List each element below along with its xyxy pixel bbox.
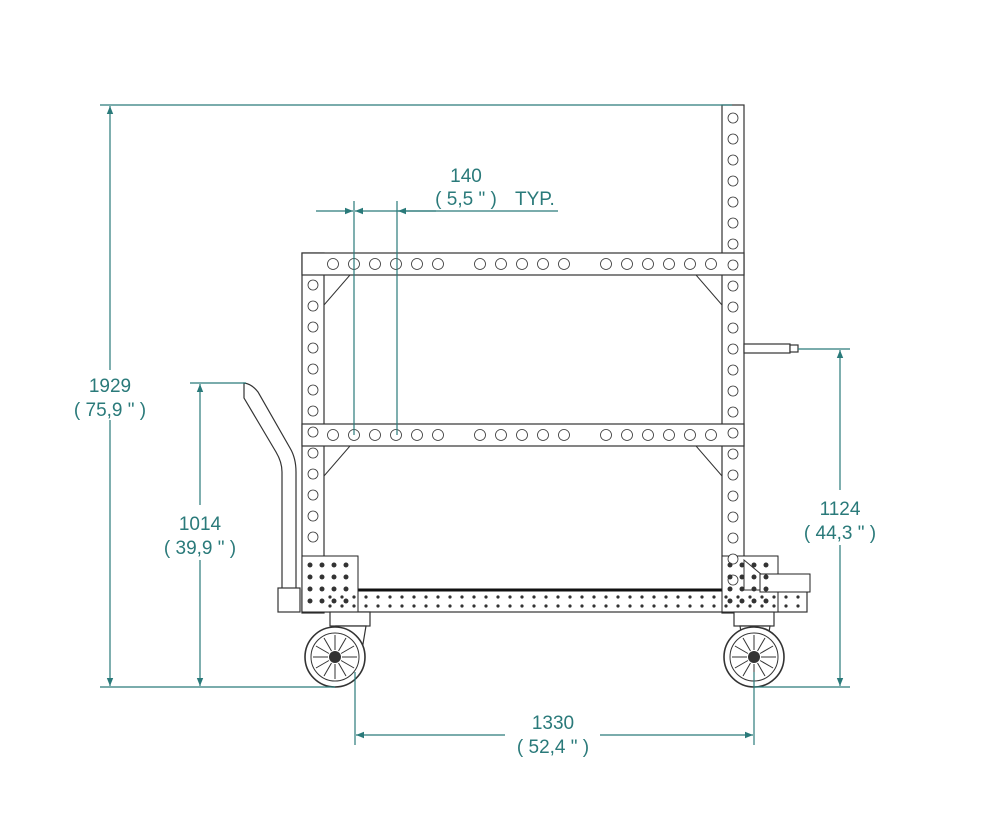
left-caster-wheel: [304, 611, 371, 688]
side-height-inches: ( 44,3 " ): [804, 523, 876, 544]
side-height-value: 1124: [820, 499, 861, 520]
wheelbase-value: 1330: [532, 713, 574, 734]
hole-pitch-value: 140: [450, 166, 482, 187]
frame-holes: [307, 112, 800, 608]
handle-clamp: [277, 587, 301, 613]
right-caster-wheel: [723, 611, 785, 688]
push-handle: [243, 382, 297, 593]
handle-height-value: 1014: [179, 514, 222, 535]
corner-braces: [323, 274, 723, 478]
dimension-lines: [100, 104, 850, 745]
overall-height-value: 1929: [89, 376, 131, 397]
handle-height-inches: ( 39,9 " ): [164, 538, 236, 559]
right-upright: [721, 104, 745, 614]
wheelbase-inches: ( 52,4 " ): [517, 737, 589, 758]
coupling-pin: [743, 343, 791, 354]
overall-height-inches: ( 75,9 " ): [74, 400, 146, 421]
drawbar-box: [759, 573, 811, 593]
cart-frame: [243, 104, 811, 688]
hole-pitch-inches: ( 5,5 " ): [435, 189, 497, 210]
hole-pitch-typ: TYP.: [515, 189, 555, 210]
